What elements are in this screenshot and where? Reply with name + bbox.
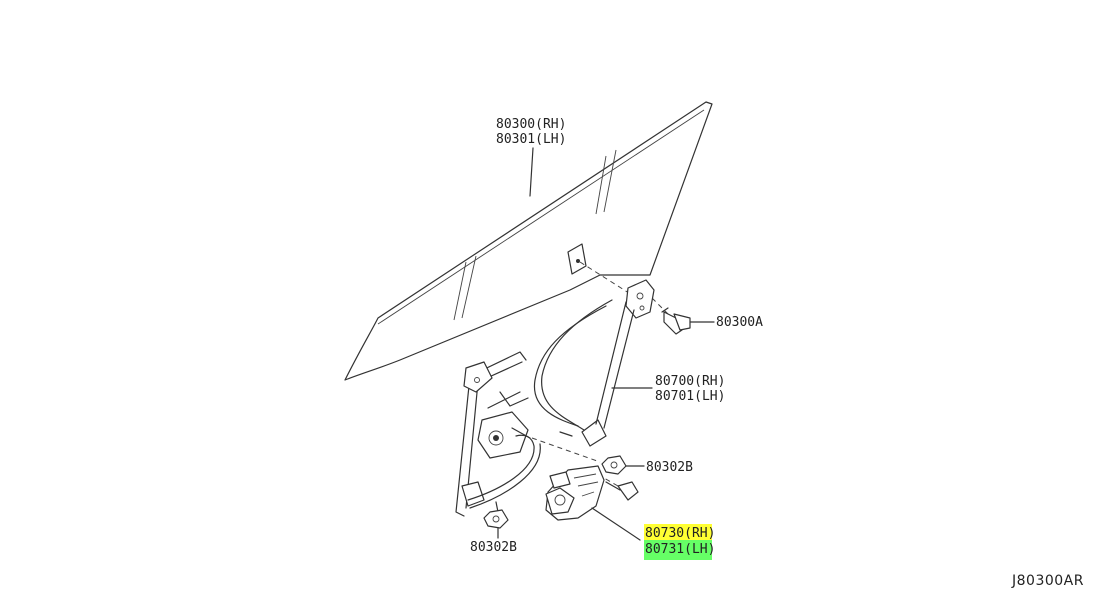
label-bolt-a: 80300A (716, 315, 763, 330)
bolt-a-dashed (651, 297, 673, 319)
motor-dashed (514, 431, 601, 463)
motor-leader-line (591, 507, 641, 541)
label-glass-lh: 80301(LH) (496, 132, 566, 147)
nut-80302b-bottom-icon (483, 501, 509, 529)
glass-leader-line (529, 147, 534, 197)
label-nut-bottom: 80302B (470, 540, 517, 555)
motor-lh-highlight (644, 540, 712, 560)
label-nut-right: 80302B (646, 460, 693, 475)
label-glass-rh: 80300(RH) (496, 117, 566, 132)
label-motor-rh: 80730(RH) (645, 526, 715, 541)
motor-bolt-icon (605, 481, 639, 501)
window-regulator (455, 279, 655, 517)
bolt-motor-dashed (589, 469, 626, 491)
regulator-motor (545, 465, 605, 521)
label-regulator-rh: 80700(RH) (655, 374, 725, 389)
door-glass (344, 101, 713, 381)
label-motor-lh: 80731(LH) (645, 542, 715, 557)
glass-to-regulator-dashed (579, 261, 641, 301)
nut-80302b-right-icon (601, 455, 627, 475)
label-regulator-lh: 80701(LH) (655, 389, 725, 404)
motor-rh-highlight (644, 524, 712, 540)
bolt-80300a-icon (661, 307, 691, 335)
reference-code: J80300AR (1011, 573, 1084, 589)
